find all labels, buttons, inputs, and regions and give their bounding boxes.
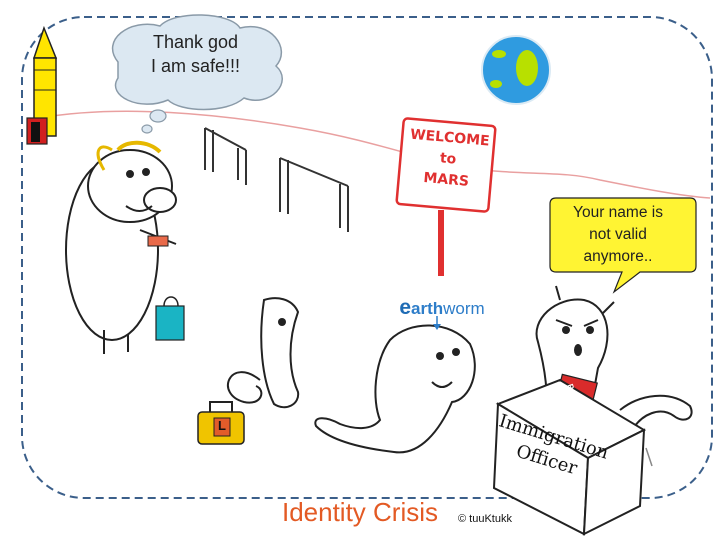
- welcome-sign: [395, 117, 497, 276]
- small-worm: [226, 297, 300, 409]
- speech-line-2: not valid: [589, 226, 647, 243]
- thought-line-1: Thank god: [152, 32, 239, 52]
- sign-text: WELCOME to MARS: [395, 124, 500, 195]
- earthworm-label: earthworm: [392, 296, 492, 320]
- speech-line-3: anymore..: [583, 248, 653, 265]
- thought-line-2: I am safe!!!: [150, 56, 241, 76]
- thought-bubble: [111, 14, 283, 134]
- immigration-desk: [492, 378, 647, 536]
- label-arrow-head: [433, 324, 441, 330]
- fence-hurdles: [204, 127, 349, 232]
- speech-line-1: Your name is: [573, 204, 663, 221]
- label-tail: worm: [443, 299, 485, 318]
- luggage: [197, 401, 245, 445]
- comic-title: Identity Crisis: [281, 497, 439, 527]
- speech-bubble: [549, 197, 697, 294]
- earthworm-character: [314, 324, 476, 454]
- bull-character: [65, 140, 177, 354]
- shopping-bag: [155, 296, 185, 341]
- planet-earth: [481, 35, 551, 105]
- speech-text: Your name is not valid anymore..: [554, 202, 682, 268]
- luggage-tag: L: [218, 418, 226, 433]
- rocket: [26, 25, 58, 145]
- pen: [645, 447, 653, 467]
- thought-text: Thank god I am safe!!!: [118, 30, 273, 78]
- label-lead: e: [399, 296, 411, 319]
- copyright-note: © tuuKtukk: [458, 513, 512, 525]
- label-mid: arth: [411, 299, 444, 318]
